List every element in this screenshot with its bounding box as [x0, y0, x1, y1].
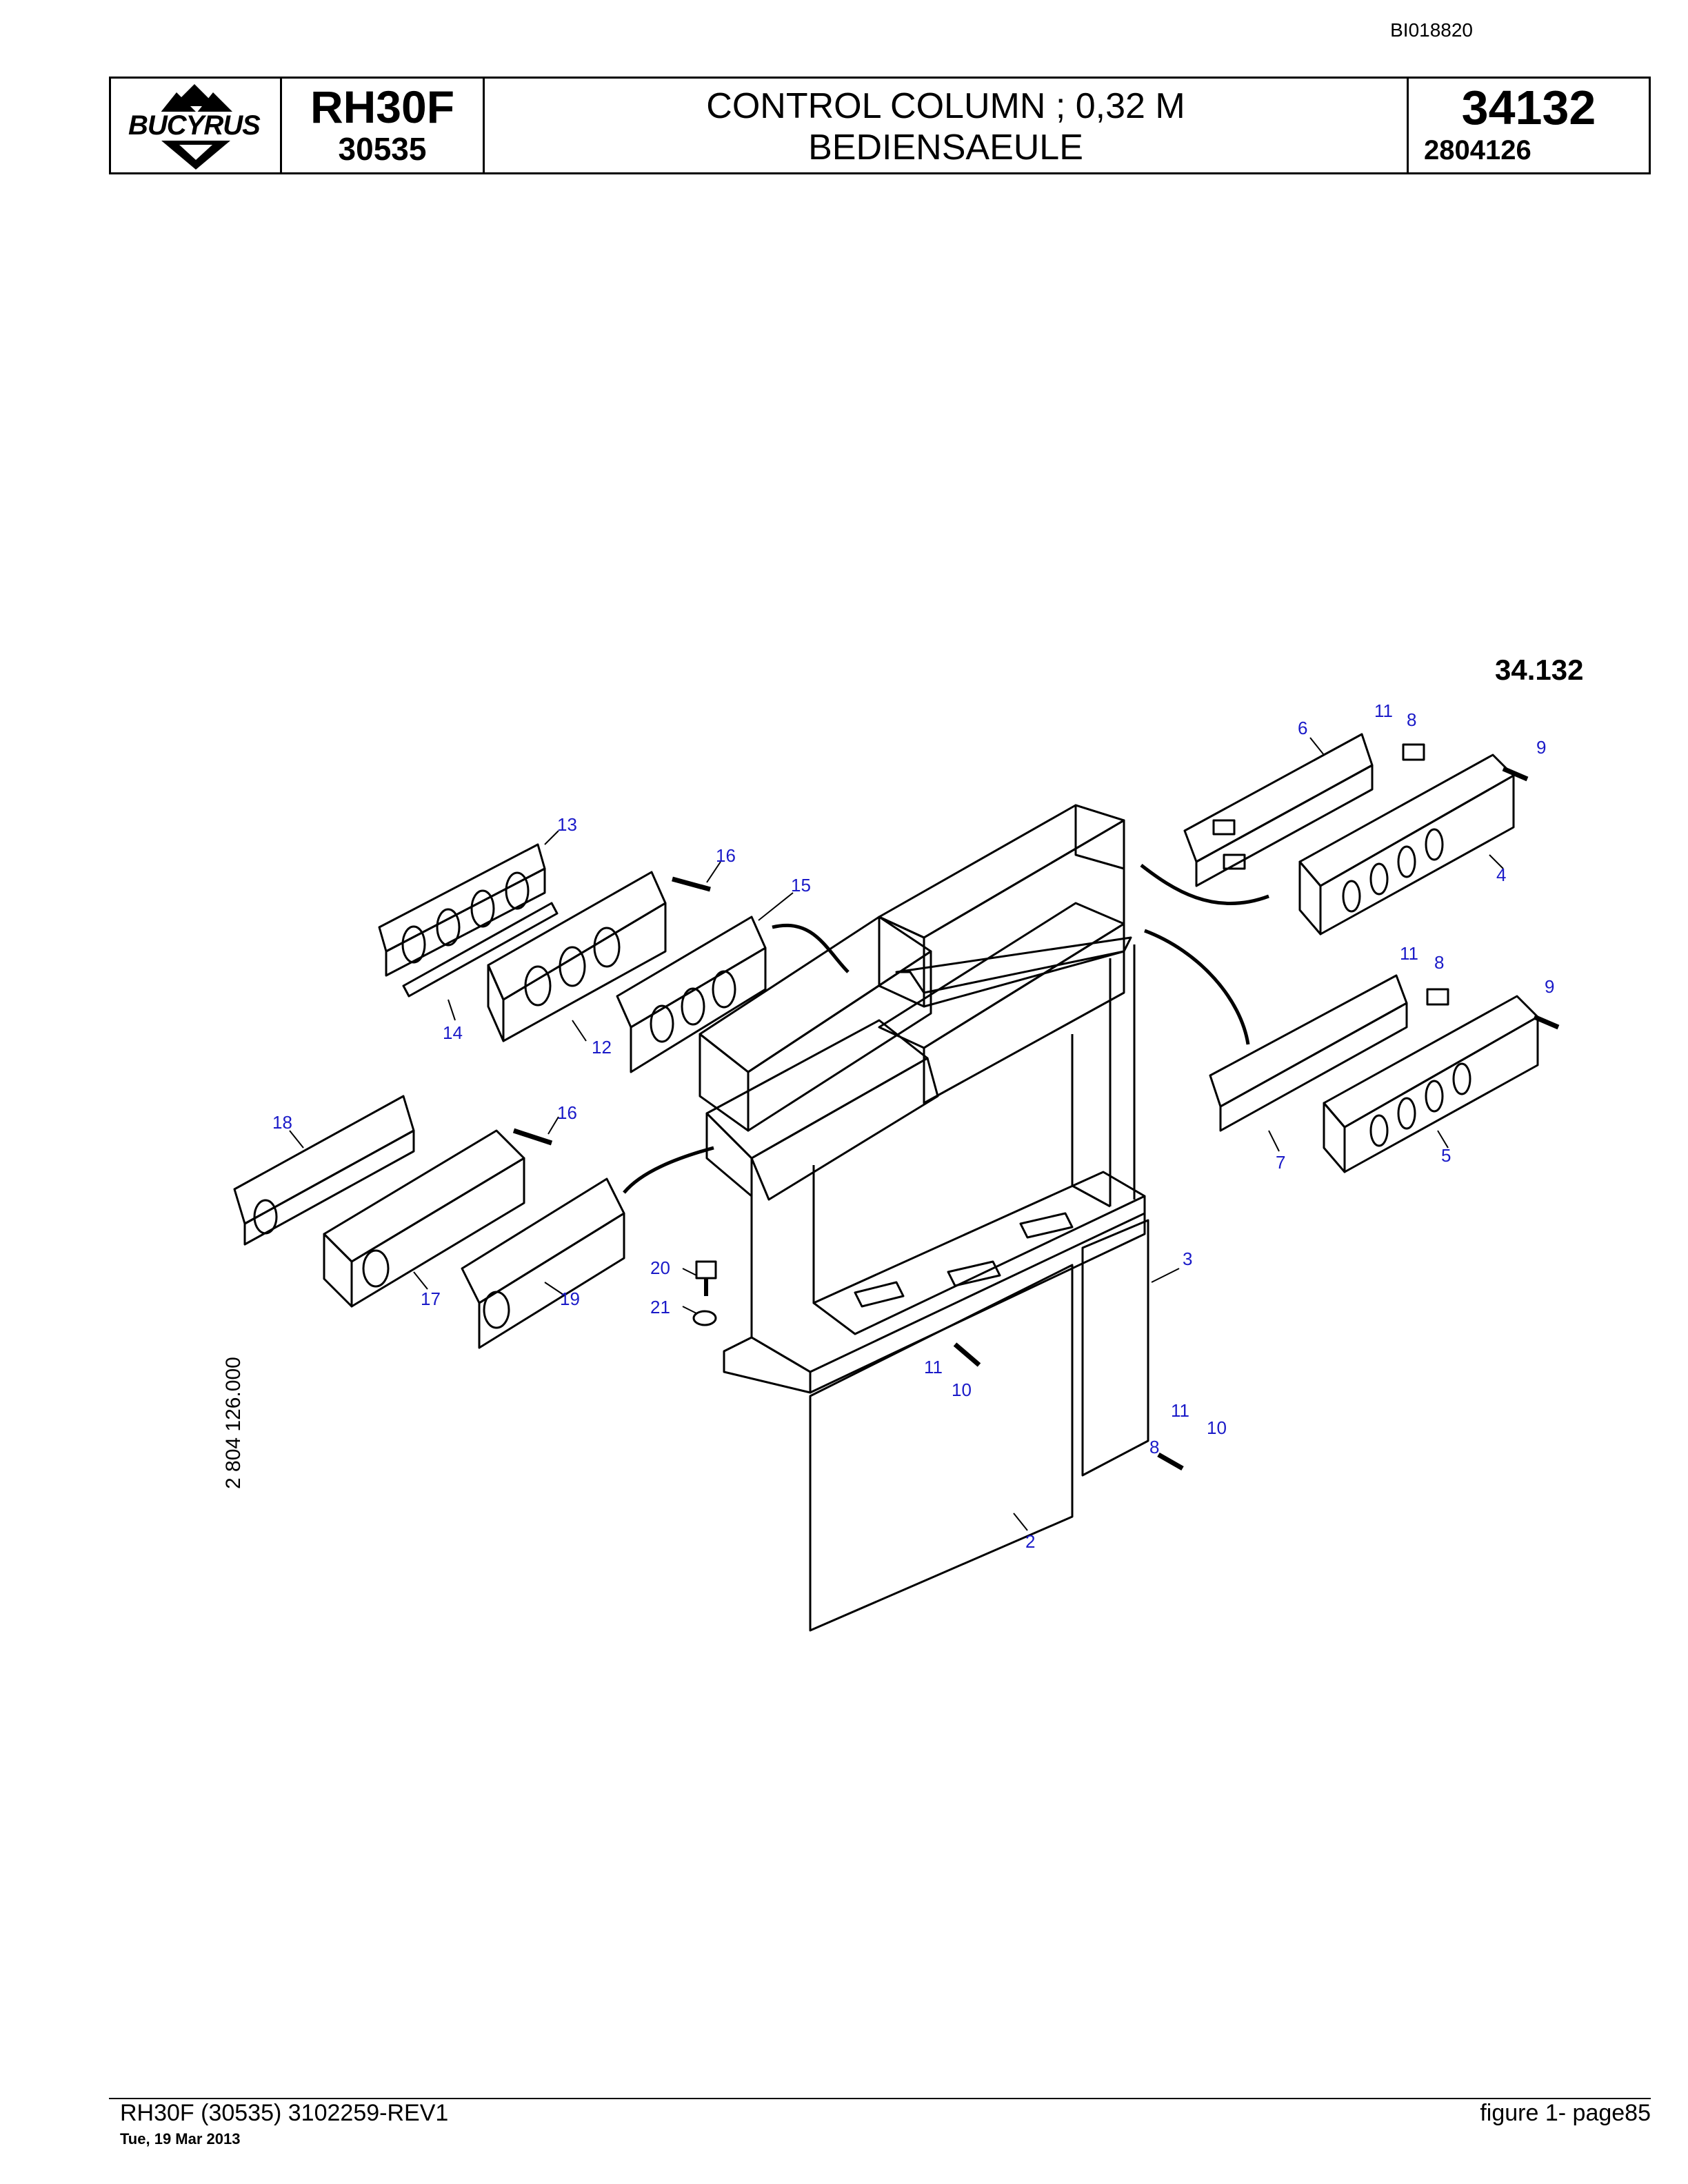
gauge-plate-13 [378, 843, 546, 977]
callout-8-bottom: 8 [1149, 1437, 1159, 1457]
title-english: CONTROL COLUMN ; 0,32 M [706, 86, 1185, 126]
logo-cell: BUCYRUS [111, 79, 282, 172]
callout-17: 17 [421, 1288, 441, 1309]
cover-panel-3 [1081, 1219, 1149, 1477]
callout-9-upper: 9 [1536, 737, 1546, 758]
callout-5: 5 [1441, 1145, 1451, 1166]
callout-11-lower: 11 [1400, 943, 1418, 964]
switch-plate-19 [461, 1177, 625, 1349]
column-frame [723, 944, 1146, 1394]
cable [772, 923, 850, 973]
screw-20 [695, 1260, 717, 1296]
callout-11-right: 11 [1171, 1400, 1189, 1421]
callout-3: 3 [1183, 1248, 1192, 1269]
serial-number: 30535 [338, 131, 427, 167]
callout-6: 6 [1298, 718, 1307, 738]
callout-10-right: 10 [1207, 1417, 1227, 1438]
bolt-10-right [1157, 1452, 1184, 1471]
callout-8-upper: 8 [1407, 709, 1416, 730]
callout-7: 7 [1276, 1152, 1285, 1173]
callout-13: 13 [557, 814, 577, 835]
bolt-16-upper [672, 876, 711, 892]
callout-12: 12 [592, 1037, 612, 1058]
callout-8-lower: 8 [1434, 952, 1444, 973]
callout-20: 20 [650, 1257, 670, 1278]
callout-15: 15 [791, 875, 811, 896]
footer-document-ref: RH30F (30535) 3102259-REV1 [120, 2100, 449, 2126]
callout-2: 2 [1025, 1531, 1035, 1552]
title-german: BEDIENSAEULE [808, 128, 1083, 168]
strip-14 [402, 902, 559, 998]
callout-18: 18 [272, 1112, 292, 1133]
gauge-plate-15 [616, 916, 767, 1073]
document-id: BI018820 [1390, 19, 1473, 41]
figure-label: 34.132 [1495, 654, 1584, 686]
panel-plate-6 [1183, 733, 1374, 887]
callout-21: 21 [650, 1297, 670, 1317]
bolt-10-middle [953, 1342, 981, 1367]
leader-lines [289, 737, 1504, 1531]
footer-rule [109, 2098, 1651, 2099]
callout-9-lower: 9 [1545, 976, 1554, 997]
screw-9-upper [1502, 766, 1529, 782]
cable [1144, 929, 1250, 1045]
callout-11-upper: 11 [1374, 700, 1393, 721]
group-number: 34132 [1461, 81, 1596, 134]
spacer-8-lower [1426, 988, 1449, 1006]
bolt-16-lower [512, 1128, 553, 1146]
model-name: RH30F [310, 81, 455, 132]
callout-16-upper: 16 [716, 845, 736, 866]
cover-panel-2 [809, 1264, 1074, 1632]
switch-housing-17 [323, 1129, 525, 1308]
logo-text: BUCYRUS [126, 112, 262, 139]
callout-19: 19 [560, 1288, 580, 1309]
part-number: 2804126 [1424, 135, 1531, 165]
cable [1140, 864, 1269, 905]
callout-14: 14 [443, 1022, 463, 1043]
callout-10-middle: 10 [952, 1379, 972, 1400]
spacer-8-upper [1402, 743, 1425, 761]
footer-date: Tue, 19 Mar 2013 [120, 2130, 241, 2147]
footer-page: figure 1- page85 [1480, 2100, 1651, 2126]
cable [623, 1146, 714, 1194]
gauge-housing-12 [487, 871, 667, 1042]
nut-21 [692, 1310, 717, 1326]
title-block: BUCYRUS RH30F 30535 CONTROL COLUMN ; 0,3… [109, 77, 1651, 174]
panel-plate-7 [1209, 974, 1408, 1132]
callout-16-lower: 16 [557, 1102, 577, 1123]
callout-11-middle: 11 [924, 1357, 943, 1377]
model-cell: RH30F 30535 [282, 79, 485, 172]
description-cell: CONTROL COLUMN ; 0,32 M BEDIENSAEULE [485, 79, 1409, 172]
middle-console-box [705, 902, 1125, 1201]
callout-4: 4 [1496, 865, 1506, 885]
switch-plate-18 [233, 1095, 415, 1246]
number-cell: 34132 2804126 [1409, 79, 1649, 172]
screw-9-lower [1533, 1014, 1560, 1030]
